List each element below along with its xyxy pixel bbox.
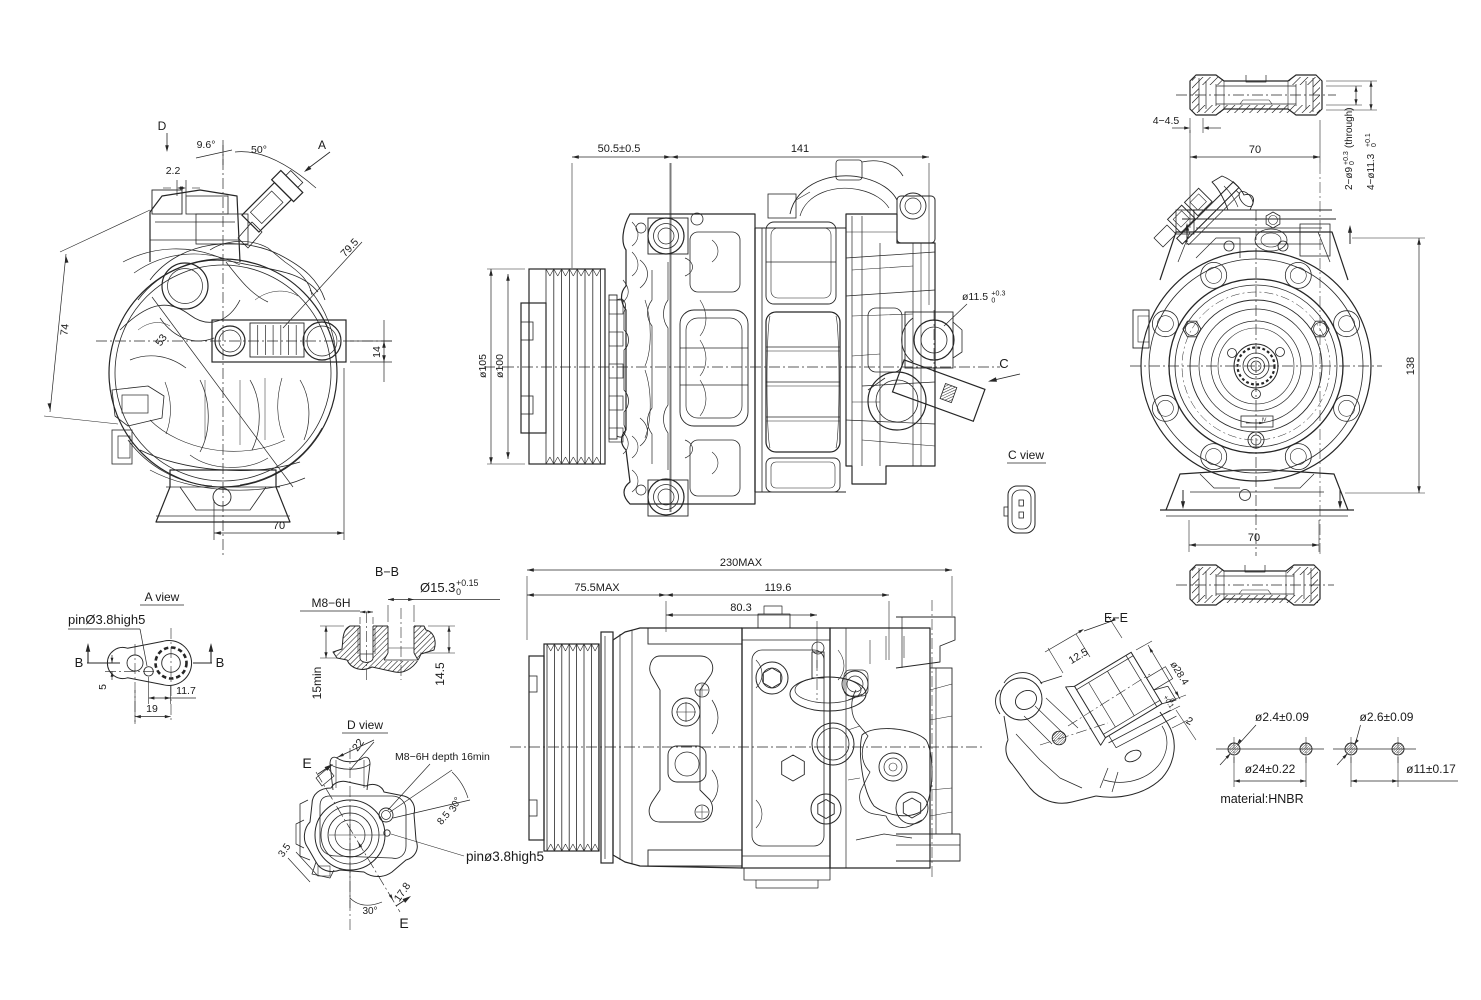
- svg-text:pinØ3.8high5: pinØ3.8high5: [68, 612, 145, 627]
- svg-text:+0.15: +0.15: [456, 578, 478, 588]
- svg-text:ø11.5: ø11.5: [962, 291, 988, 303]
- svg-text:ø2.4±0.09: ø2.4±0.09: [1255, 710, 1309, 724]
- svg-text:(through): (through): [1344, 107, 1355, 148]
- svg-text:A: A: [318, 138, 326, 152]
- svg-text:70: 70: [273, 520, 285, 532]
- svg-text:2: 2: [1184, 715, 1195, 728]
- svg-text:22: 22: [350, 737, 367, 754]
- svg-text:70: 70: [1249, 144, 1261, 156]
- svg-text:75.5MAX: 75.5MAX: [574, 582, 620, 594]
- svg-text:ø105: ø105: [477, 354, 489, 378]
- svg-text:C: C: [999, 356, 1008, 371]
- svg-text:D: D: [158, 119, 167, 133]
- svg-text:material:HNBR: material:HNBR: [1220, 792, 1303, 806]
- svg-text:ø24±0.22: ø24±0.22: [1245, 762, 1296, 776]
- svg-text:ø100: ø100: [494, 354, 506, 378]
- svg-text:80.3: 80.3: [730, 602, 751, 614]
- svg-text:C view: C view: [1008, 448, 1044, 462]
- svg-text:141: 141: [791, 143, 809, 155]
- svg-text:30°: 30°: [362, 906, 377, 917]
- svg-text:50.5±0.5: 50.5±0.5: [598, 143, 641, 155]
- svg-text:0: 0: [1371, 143, 1378, 147]
- svg-text:5: 5: [97, 684, 109, 690]
- svg-text:E: E: [399, 915, 408, 931]
- svg-text:ø11±0.17: ø11±0.17: [1406, 762, 1456, 776]
- svg-text:M8−6H depth 16min: M8−6H depth 16min: [395, 751, 490, 763]
- svg-text:+0.3: +0.3: [991, 289, 1005, 297]
- svg-text:230MAX: 230MAX: [720, 557, 763, 569]
- svg-text:A view: A view: [145, 590, 180, 604]
- svg-text:B: B: [75, 655, 84, 670]
- svg-text:Ø15.3: Ø15.3: [420, 580, 455, 595]
- svg-text:70: 70: [1248, 532, 1260, 544]
- svg-text:14: 14: [371, 346, 383, 358]
- svg-text:9.6°: 9.6°: [197, 139, 216, 151]
- svg-text:19: 19: [146, 703, 158, 715]
- svg-text:2.2: 2.2: [166, 165, 181, 177]
- svg-text:0: 0: [1167, 697, 1175, 704]
- svg-text:15min: 15min: [310, 667, 324, 700]
- svg-text:B−B: B−B: [375, 565, 399, 579]
- svg-text:E: E: [302, 755, 311, 771]
- svg-text:4−4.5: 4−4.5: [1153, 115, 1180, 127]
- svg-text:14.5: 14.5: [433, 662, 447, 686]
- svg-text:138: 138: [1405, 357, 1417, 375]
- svg-text:4−ø11.3: 4−ø11.3: [1366, 153, 1377, 190]
- svg-text:M8−6H: M8−6H: [311, 596, 350, 610]
- svg-text:74: 74: [58, 323, 71, 336]
- svg-text:IV: IV: [1262, 418, 1267, 424]
- svg-text:pinø3.8high5: pinø3.8high5: [466, 849, 544, 864]
- svg-text:119.6: 119.6: [765, 582, 792, 594]
- svg-text:0: 0: [456, 587, 461, 597]
- svg-text:0: 0: [1349, 161, 1356, 165]
- svg-text:D view: D view: [347, 718, 383, 732]
- svg-text:ø2.6±0.09: ø2.6±0.09: [1360, 710, 1414, 724]
- svg-text:+0.3: +0.3: [1343, 151, 1350, 165]
- svg-text:0: 0: [991, 297, 995, 305]
- svg-text:+0.1: +0.1: [1365, 133, 1372, 147]
- svg-text:B: B: [216, 655, 225, 670]
- svg-text:11.7: 11.7: [176, 685, 196, 697]
- svg-text:2−ø9: 2−ø9: [1344, 166, 1355, 190]
